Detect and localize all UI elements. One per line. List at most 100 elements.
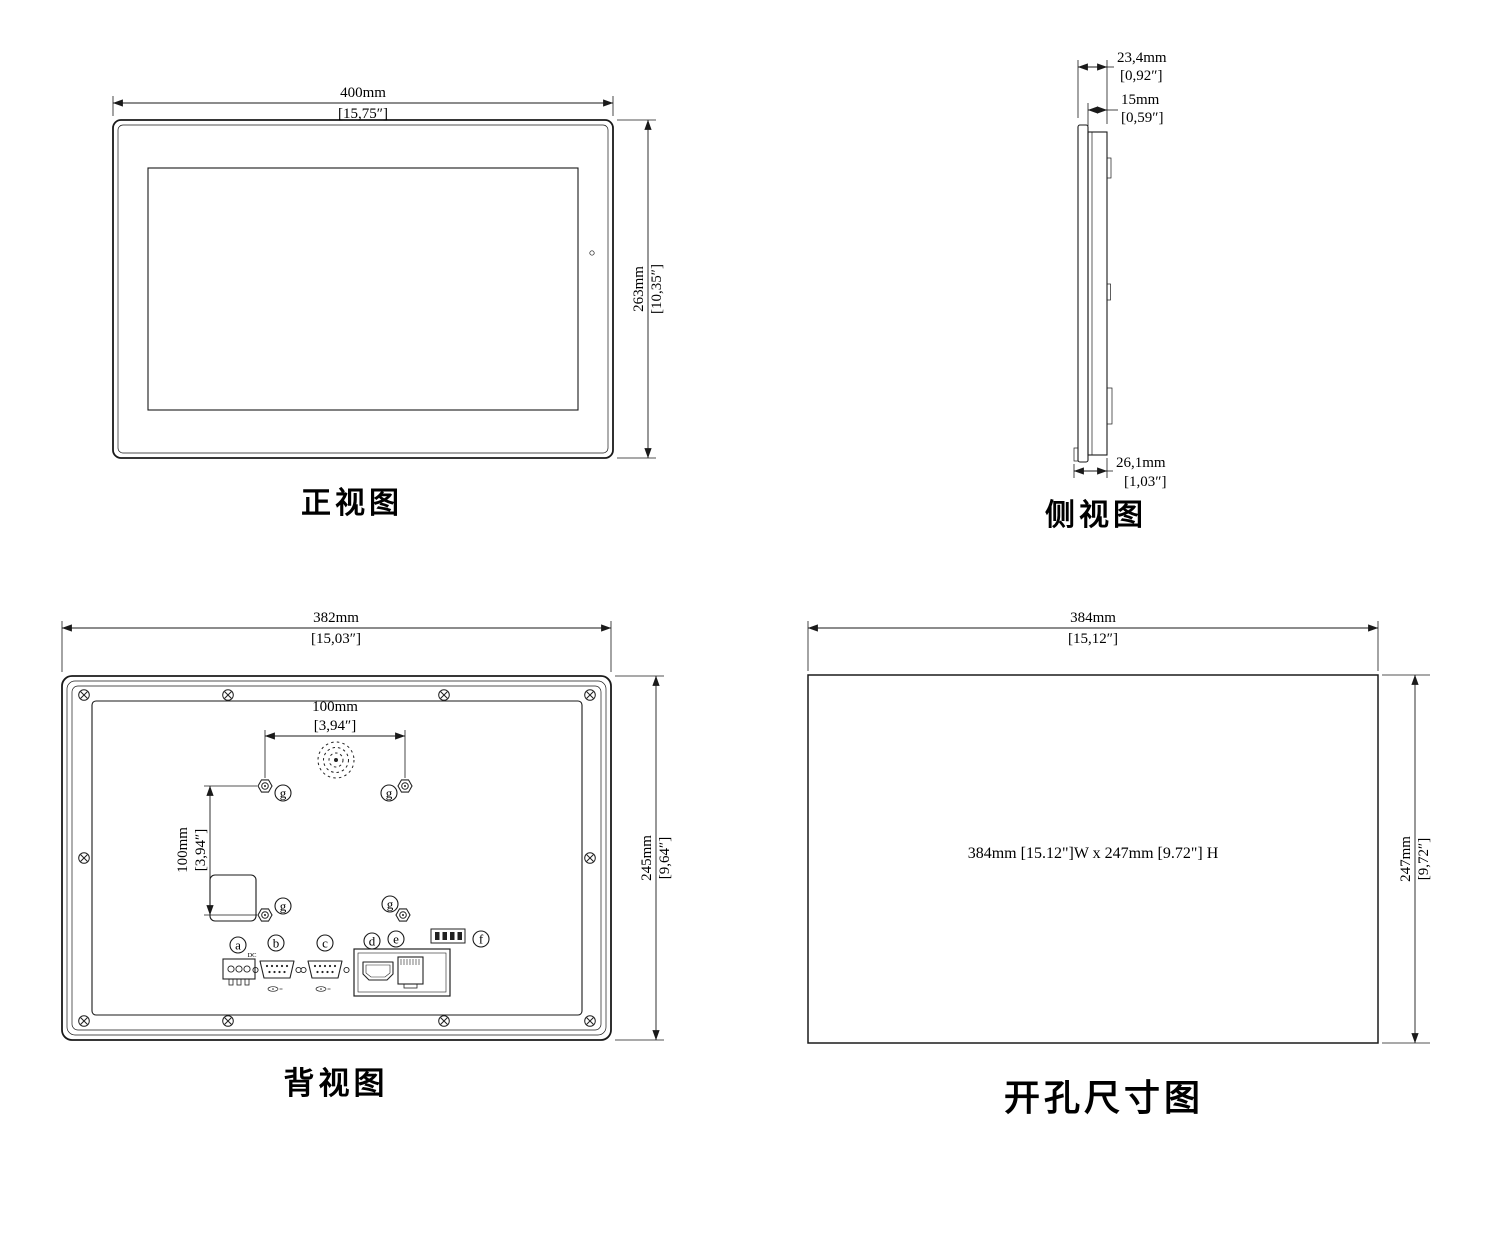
io-box bbox=[353, 948, 451, 997]
back-view: g g g g 100mm [3,94″] 100mm [3,9 bbox=[61, 610, 673, 1101]
cutout-width-dimension: 384mm [15,12″] bbox=[807, 610, 1379, 671]
front-view-label: 正视图 bbox=[301, 487, 403, 520]
screw-icon bbox=[584, 1015, 596, 1027]
svg-text:g: g bbox=[280, 786, 287, 801]
svg-text:f: f bbox=[479, 932, 484, 947]
back-height-mm: 245mm bbox=[639, 835, 655, 881]
dip-switch-icon bbox=[430, 928, 466, 944]
vesa-width-in: [3,94″] bbox=[314, 718, 357, 734]
side-depth-total-mm: 23,4mm bbox=[1117, 50, 1167, 66]
port-label-c: c bbox=[316, 934, 334, 952]
side-depth-body-mm: 15mm bbox=[1121, 92, 1160, 108]
back-height-in: [9,64″] bbox=[657, 837, 673, 880]
cutout-view: 384mm [15.12"]W x 247mm [9.72"] H 384mm … bbox=[807, 610, 1432, 1118]
back-width-mm: 382mm bbox=[313, 610, 359, 626]
serial-port-icon bbox=[300, 960, 350, 979]
svg-text:g: g bbox=[386, 786, 393, 801]
side-depth-bottom-dimension: 26,1mm [1,03″] bbox=[1073, 455, 1167, 490]
svg-text:a: a bbox=[235, 938, 241, 953]
side-bump-1 bbox=[1106, 157, 1112, 179]
screw-icon bbox=[222, 1015, 234, 1027]
cutout-width-in: [15,12″] bbox=[1068, 631, 1118, 647]
front-screen bbox=[147, 167, 579, 411]
side-view-label: 侧视图 bbox=[1045, 499, 1147, 532]
screw-icon bbox=[584, 852, 596, 864]
vesa-height-dimension: 100mm [3,94″] bbox=[175, 785, 257, 916]
front-inner-frame-line bbox=[117, 124, 609, 454]
screw-icon bbox=[78, 689, 90, 701]
vesa-width-mm: 100mm bbox=[312, 699, 358, 715]
power-connector: DC bbox=[222, 952, 257, 986]
cutout-height-dimension: 247mm [9,72″] bbox=[1382, 674, 1432, 1044]
vesa-nut-icon bbox=[395, 908, 411, 922]
cutout-center-text: 384mm [15.12"]W x 247mm [9.72"] H bbox=[968, 845, 1219, 862]
side-bump-2 bbox=[1106, 283, 1111, 301]
port-label-a: a bbox=[229, 936, 247, 954]
cutout-view-label: 开孔尺寸图 bbox=[1004, 1078, 1204, 1118]
vesa-height-mm: 100mm bbox=[175, 827, 191, 873]
power-connector-label: DC bbox=[247, 952, 256, 959]
svg-text:d: d bbox=[369, 934, 376, 949]
vesa-width-dimension: 100mm [3,94″] bbox=[264, 699, 406, 778]
screw-icon bbox=[584, 689, 596, 701]
screw-icon bbox=[222, 689, 234, 701]
front-width-in: [15,75″] bbox=[338, 106, 388, 122]
vesa-nut-icon bbox=[257, 908, 273, 922]
side-bezel bbox=[1077, 124, 1089, 463]
side-depth-total-in: [0,92″] bbox=[1120, 68, 1163, 84]
cutout-height-in: [9,72″] bbox=[1416, 838, 1432, 881]
hdmi-port-icon bbox=[362, 961, 394, 981]
side-depth-body-in: [0,59″] bbox=[1121, 110, 1164, 126]
port-label-f: f bbox=[472, 930, 490, 948]
com2-mark-icon bbox=[315, 986, 331, 992]
side-body bbox=[1087, 131, 1108, 456]
back-width-dimension: 382mm [15,03″] bbox=[61, 610, 612, 672]
side-foot bbox=[1073, 447, 1079, 462]
vesa-height-in: [3,94″] bbox=[193, 829, 209, 872]
port-label-e: e bbox=[387, 930, 405, 948]
vesa-nut-icon bbox=[257, 779, 273, 793]
svg-text:c: c bbox=[322, 936, 328, 951]
port-label-b: b bbox=[267, 934, 285, 952]
back-width-in: [15,03″] bbox=[311, 631, 361, 647]
svg-text:g: g bbox=[387, 897, 394, 912]
front-height-dimension: 263mm [10,35″] bbox=[617, 119, 665, 459]
front-height-in: [10,35″] bbox=[649, 264, 665, 314]
side-depth-bottom-in: [1,03″] bbox=[1124, 474, 1167, 490]
back-view-label: 背视图 bbox=[284, 1066, 389, 1101]
vesa-label-g-bottom-left: g bbox=[274, 897, 292, 915]
front-width-mm: 400mm bbox=[340, 85, 386, 101]
front-outer-frame bbox=[112, 119, 614, 459]
lan-port-icon bbox=[397, 956, 424, 989]
back-cover-plate bbox=[209, 874, 257, 922]
speaker-grille-icon bbox=[317, 741, 355, 779]
back-outer-frame bbox=[61, 675, 612, 1041]
vesa-label-g-bottom-right: g bbox=[381, 895, 399, 913]
back-panel bbox=[91, 700, 583, 1016]
vesa-label-g-top-left: g bbox=[274, 784, 292, 802]
port-label-d: d bbox=[363, 932, 381, 950]
screw-icon bbox=[78, 1015, 90, 1027]
screw-icon bbox=[78, 852, 90, 864]
com1-mark-icon bbox=[267, 986, 283, 992]
svg-text:b: b bbox=[273, 936, 280, 951]
back-frame-line-3 bbox=[71, 685, 602, 1031]
side-view: 23,4mm [0,92″] 15mm [0,59″] 26,1mm [1,03… bbox=[1045, 50, 1167, 532]
front-width-dimension: 400mm [15,75″] bbox=[112, 85, 614, 122]
cutout-width-mm: 384mm bbox=[1070, 610, 1116, 626]
side-depth-total-dimension: 23,4mm [0,92″] bbox=[1077, 50, 1167, 124]
cutout-height-mm: 247mm bbox=[1398, 836, 1414, 882]
back-frame-line-2 bbox=[66, 680, 607, 1036]
front-height-mm: 263mm bbox=[631, 266, 647, 312]
serial-port-icon bbox=[252, 960, 302, 979]
vesa-label-g-top-right: g bbox=[380, 784, 398, 802]
screw-icon bbox=[438, 689, 450, 701]
side-depth-bottom-mm: 26,1mm bbox=[1116, 455, 1166, 471]
side-bump-3 bbox=[1106, 387, 1113, 425]
front-view: 400mm [15,75″] 263mm [10,35″] 正视图 bbox=[112, 85, 665, 520]
svg-text:e: e bbox=[393, 932, 399, 947]
svg-text:g: g bbox=[280, 899, 287, 914]
back-height-dimension: 245mm [9,64″] bbox=[615, 675, 673, 1041]
